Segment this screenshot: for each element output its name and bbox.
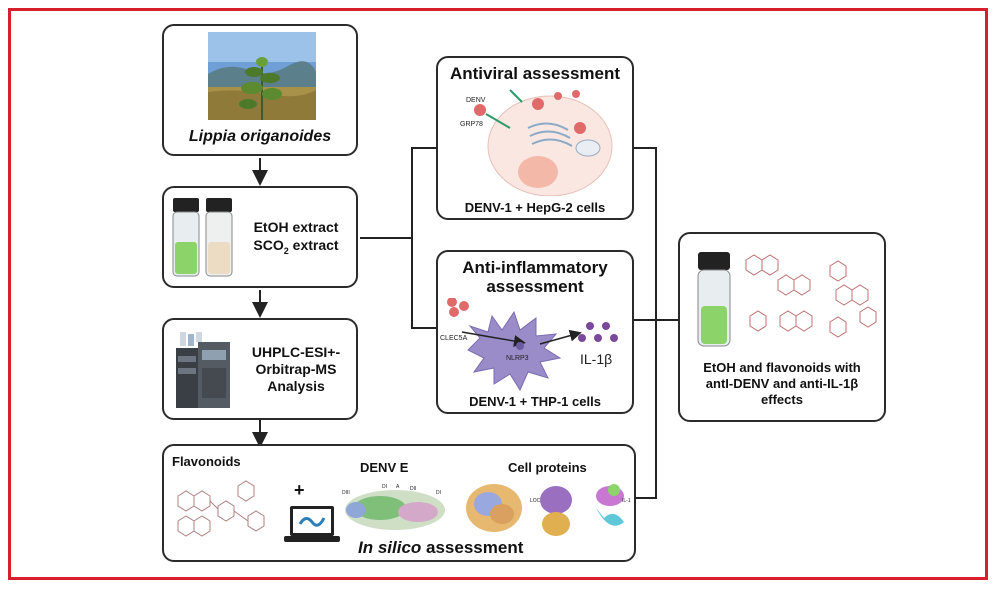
denv-label: DENV (466, 97, 486, 104)
hepg2-cell-illustration: DENV GRP78 (460, 89, 613, 196)
protein-label: LOC (530, 498, 541, 504)
antiinflammatory-title: Anti-inflammatory assessment (462, 258, 608, 296)
domain-label: DI (382, 484, 387, 490)
flavonoids-label: Flavonoids (172, 454, 241, 469)
antiviral-footer: DENV-1 + HepG-2 cells (464, 200, 606, 215)
laptop-docking-icon (284, 506, 340, 542)
grp78-label: GRP78 (460, 121, 483, 128)
antiinflammatory-box: Anti-inflammatory assessment CLEC5A NLRP… (436, 250, 634, 414)
analysis-box: UHPLC-ESI+- Orbitrap-MS Analysis (162, 318, 358, 420)
flavonoid-structures-icon (745, 254, 877, 338)
analysis-line2: Orbitrap-MS (255, 361, 337, 377)
domain-label: A (396, 484, 400, 490)
result-vial-icon (697, 252, 731, 347)
flavonoid-structures-icon (177, 480, 265, 537)
line-extract-to-antiinflammatory (411, 238, 436, 329)
antiinflammatory-footer: DENV-1 + THP-1 cells (469, 394, 601, 409)
extract-line2: SCO2 extract (253, 237, 339, 256)
domain-label: DI (436, 490, 441, 496)
line-right-bus (634, 147, 657, 499)
il1b-label: IL-1β (580, 351, 612, 367)
cell-proteins-image: LOC IL-1 (466, 484, 631, 536)
plant-photo (208, 32, 316, 120)
insilico-footer: In silico assessment (358, 538, 524, 557)
antiviral-box: Antiviral assessment DENV GRP78 DENV-1 +… (436, 56, 634, 220)
extract-box: EtOH extract SCO2 extract (162, 186, 358, 288)
domain-label: DII (410, 486, 416, 492)
plant-name: Lippia origanoides (188, 128, 332, 145)
denv-e-protein-image: DIII DI DII A DI (342, 484, 445, 530)
result-text: EtOH and flavonoids with antI-DENV and a… (703, 360, 861, 407)
line-extract-to-antiviral (360, 147, 436, 239)
protein-label: IL-1 (622, 498, 631, 504)
result-box: EtOH and flavonoids with antI-DENV and a… (678, 232, 886, 422)
denv-virion-icon (474, 104, 486, 116)
plus-sign: + (294, 480, 305, 500)
plant-box: Lippia origanoides (162, 24, 358, 156)
domain-label: DIII (342, 490, 350, 496)
analysis-line1: UHPLC-ESI+- (251, 344, 341, 360)
clec5a-label: CLEC5A (440, 335, 468, 342)
thp1-cell-illustration: CLEC5A NLRP3 IL-1β (440, 298, 618, 392)
mass-spectrometer-icon (176, 332, 230, 408)
extract-line1: EtOH extract (253, 219, 339, 235)
insilico-box: Flavonoids + DENV E DIII DI DII A DI Cel… (162, 444, 636, 562)
analysis-line3: Analysis (267, 378, 325, 394)
denv-e-label: DENV E (360, 460, 409, 475)
nlrp3-label: NLRP3 (506, 355, 529, 362)
outer-frame (8, 8, 988, 580)
extract-vials-icon (172, 198, 233, 277)
cell-proteins-label: Cell proteins (508, 460, 587, 475)
antiviral-title: Antiviral assessment (449, 64, 621, 83)
